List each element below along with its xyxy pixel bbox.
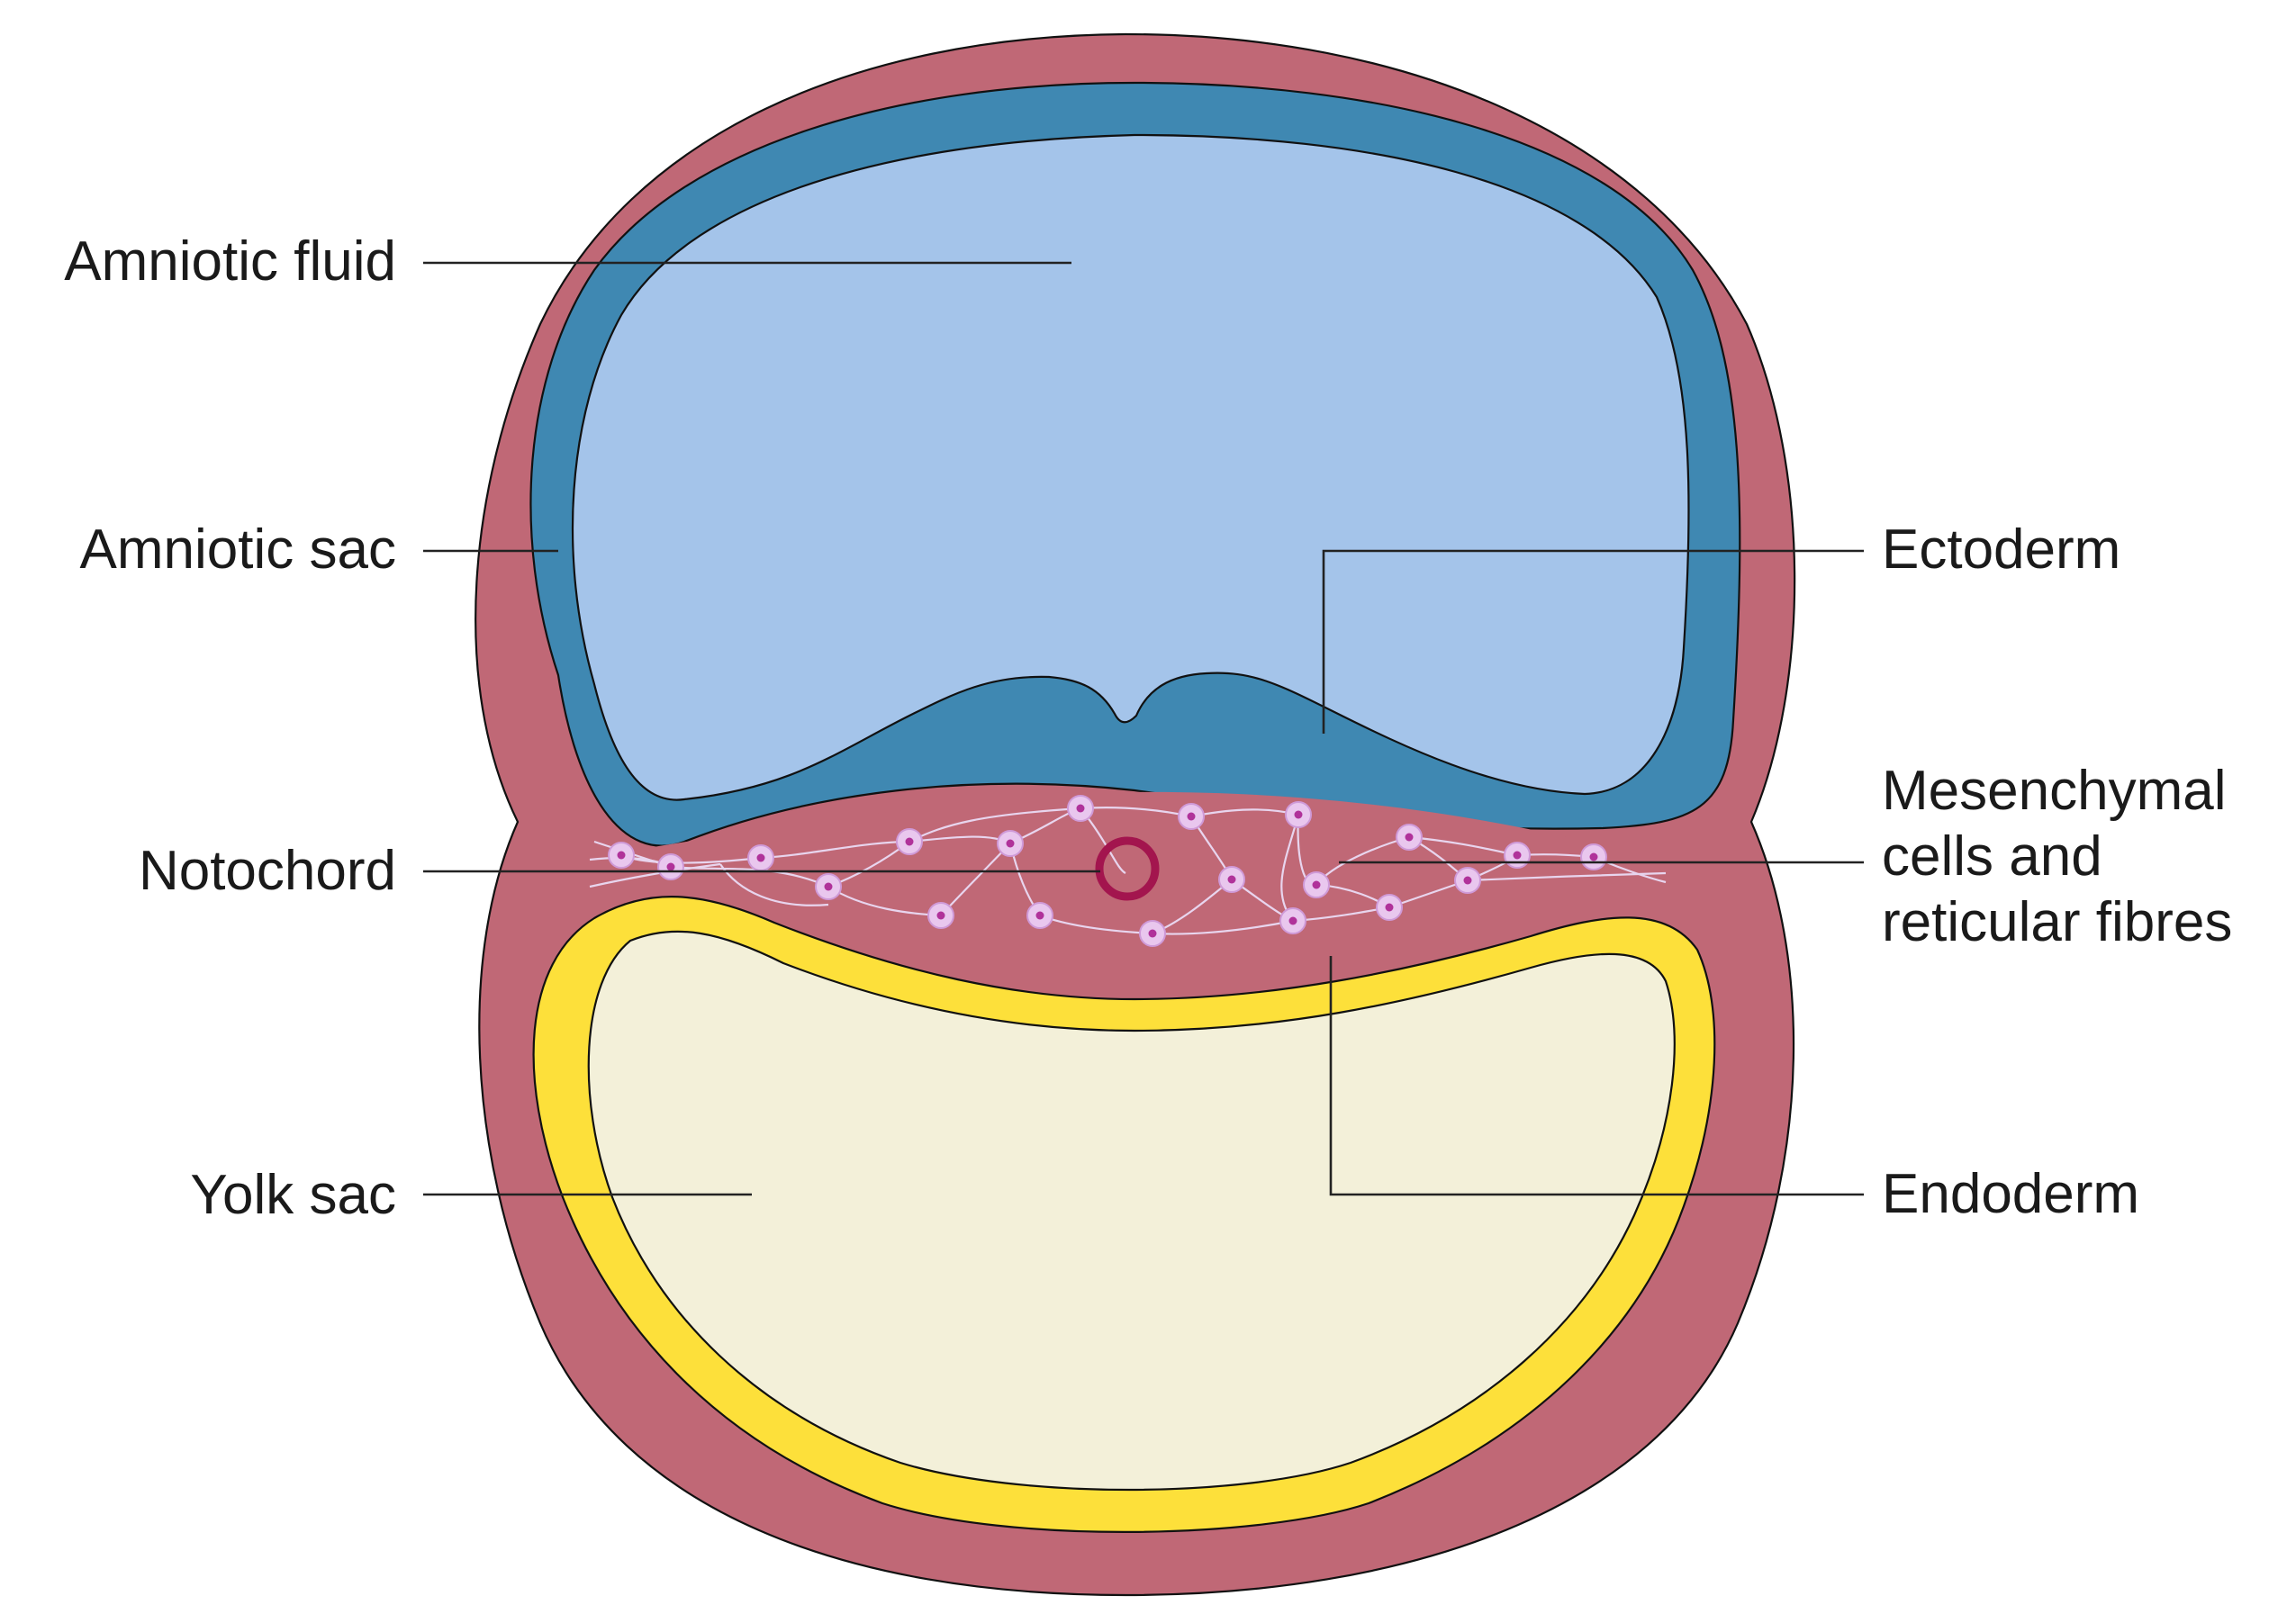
label-yolk-sac: Yolk sac	[190, 1164, 396, 1226]
mesenchymal-cell	[1303, 871, 1330, 898]
mesenchymal-cell	[927, 902, 954, 929]
notochord	[1095, 836, 1160, 901]
label-endoderm: Endoderm	[1882, 1163, 2140, 1225]
label-amniotic-sac: Amniotic sac	[79, 518, 396, 581]
mesenchymal-cell	[1376, 894, 1403, 921]
leader-endoderm	[1329, 956, 1864, 1196]
mesenchymal-cell	[997, 830, 1024, 857]
mesenchymal-cell	[1178, 803, 1205, 830]
mesenchymal-cell	[1218, 866, 1245, 893]
mesenchymal-cell	[657, 853, 684, 880]
mesenchymal-cell	[1396, 824, 1423, 851]
label-mesenchymal-cells-and-reticular-fibres: Mesenchymal cells and reticular fibres	[1882, 760, 2233, 954]
label-amniotic-fluid: Amniotic fluid	[64, 230, 396, 293]
mesenchymal-cell	[1285, 801, 1312, 828]
mesenchymal-cell	[1504, 842, 1531, 869]
mesenchymal-cell	[608, 842, 635, 869]
mesenchymal-cells	[608, 795, 1607, 947]
mesenchymal-cell	[1067, 795, 1094, 822]
mesenchymal-cell	[1139, 920, 1166, 947]
mesenchymal-cell	[1279, 907, 1306, 934]
label-notochord: Notochord	[138, 840, 396, 902]
leader-ectoderm	[1322, 549, 1864, 734]
mesenchymal-cell	[815, 873, 842, 900]
mesenchymal-cell	[1580, 843, 1607, 870]
amniotic-fluid	[571, 133, 1690, 801]
yolk-sac-fluid	[587, 930, 1676, 1492]
mesenchymal-cell	[896, 828, 923, 855]
label-ectoderm: Ectoderm	[1882, 518, 2121, 581]
mesenchymal-cell	[747, 844, 774, 871]
leader-lines	[423, 261, 1864, 1196]
mesenchymal-cell	[1026, 902, 1053, 929]
mesenchymal-cell	[1454, 867, 1481, 894]
